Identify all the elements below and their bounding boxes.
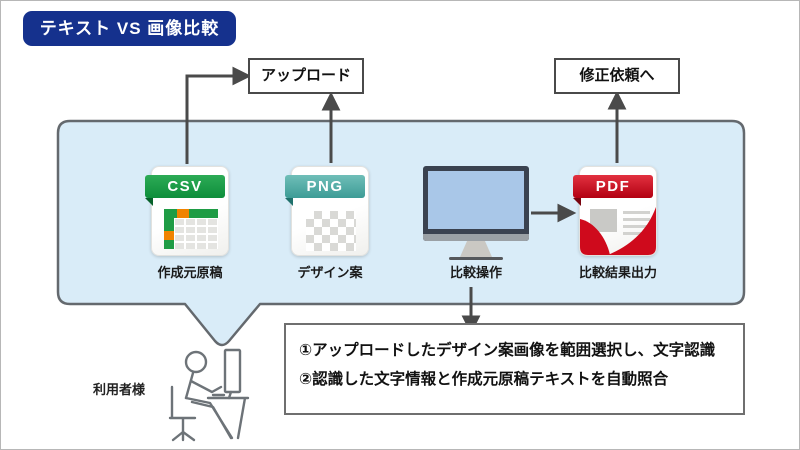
label-compare-operation: 比較操作 xyxy=(449,265,502,280)
step-2-text: ②認識した文字情報と作成元原稿テキストを自動照合 xyxy=(299,371,669,388)
csv-ribbon-label: CSV xyxy=(145,175,225,198)
arrow-png-to-upload-head xyxy=(321,91,341,111)
label-design-draft: デザイン案 xyxy=(297,265,363,280)
arrow-csv-to-upload xyxy=(185,74,235,164)
step-1-text: ①アップロードしたデザイン案画像を範囲選択し、文字認識 xyxy=(299,342,716,359)
user-at-computer-icon xyxy=(168,348,250,442)
checkerboard-graphic xyxy=(306,211,356,251)
pdf-file-icon: PDF xyxy=(573,166,657,256)
revision-request-box: 修正依頼へ xyxy=(554,58,680,94)
pdf-ribbon-label: PDF xyxy=(573,175,653,198)
spreadsheet-graphic xyxy=(164,209,218,249)
steps-box: ①アップロードしたデザイン案画像を範囲選択し、文字認識 ②認識した文字情報と作成… xyxy=(284,323,745,415)
png-ribbon-label: PNG xyxy=(285,175,365,198)
arrow-pdf-to-revision-head xyxy=(607,90,627,110)
pdf-swoosh-graphic xyxy=(580,207,656,255)
pdf-ribbon-fold xyxy=(573,198,581,206)
user-label: 利用者様 xyxy=(93,382,146,397)
page-title: テキスト VS 画像比較 xyxy=(23,11,236,46)
csv-ribbon-fold xyxy=(145,198,153,206)
label-source-manuscript: 作成元原稿 xyxy=(157,265,223,280)
arrow-monitor-to-pdf-head xyxy=(557,203,577,223)
pdf-image-placeholder xyxy=(590,209,617,232)
upload-box: アップロード xyxy=(248,58,364,94)
csv-file-icon: CSV xyxy=(145,166,229,256)
speech-bubble xyxy=(56,119,746,347)
label-compare-result-output: 比較結果出力 xyxy=(578,265,657,280)
png-ribbon-fold xyxy=(285,198,293,206)
png-file-icon: PNG xyxy=(285,166,369,256)
monitor-icon xyxy=(423,166,529,261)
arrow-csv-to-upload-head xyxy=(232,66,252,86)
